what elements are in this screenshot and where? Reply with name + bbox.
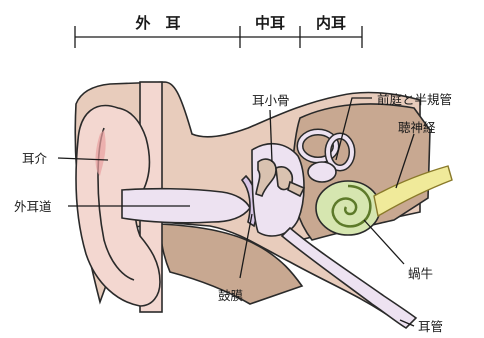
section-bracket: 外 耳 中耳 内耳 (75, 14, 362, 48)
section-label-inner-ear: 内耳 (316, 14, 346, 32)
section-label-outer-ear: 外 耳 (134, 14, 180, 32)
label-vestibule-canals: 前庭と半規管 (377, 92, 452, 107)
leader-cochlea (364, 220, 404, 264)
label-cochlea: 蝸牛 (408, 266, 433, 281)
label-eardrum: 鼓膜 (218, 288, 243, 303)
label-ear-canal: 外耳道 (14, 199, 52, 214)
label-auditory-nerve: 聴神経 (398, 120, 436, 135)
label-eustachian-tube: 耳管 (418, 319, 443, 334)
label-ossicles: 耳小骨 (252, 93, 290, 108)
section-label-middle-ear: 中耳 (255, 14, 285, 32)
label-auricle: 耳介 (22, 151, 48, 166)
eustachian-tube-shape (282, 228, 416, 328)
